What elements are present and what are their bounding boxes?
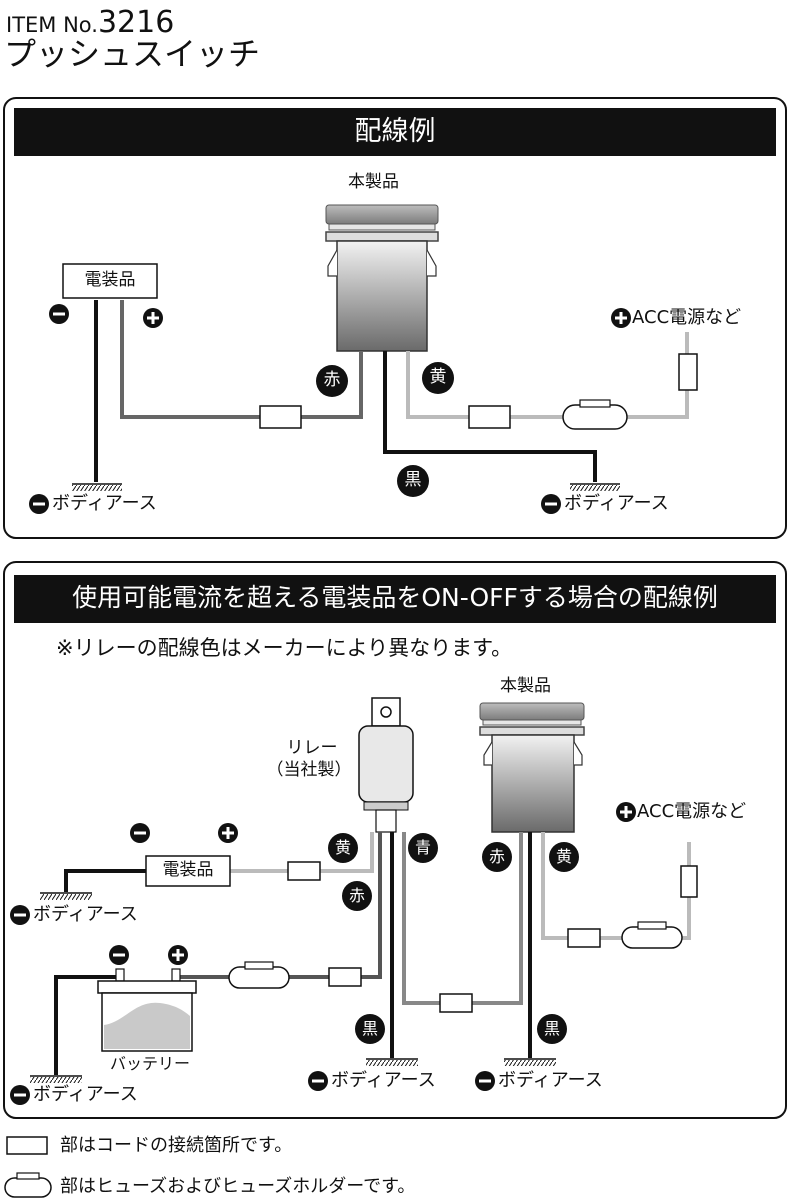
red-wire-label-switch: 赤 (488, 847, 505, 866)
yellow-wire-1 (406, 351, 689, 419)
battery-ground-wire (54, 975, 119, 1075)
switch-1 (325, 204, 439, 352)
ground-label-1b: ボディアース (564, 493, 669, 514)
switch-2 (479, 702, 585, 833)
product-label-2: 本製品 (500, 676, 551, 696)
relay-color-note: ※リレーの配線色はメーカーにより異なります。 (56, 636, 513, 660)
blue-wire-label-relay: 青 (414, 838, 431, 857)
ground-label-relay: ボディアース (331, 1070, 436, 1091)
item-prefix: ITEM No. (6, 13, 98, 37)
panel1-title-bar (14, 108, 776, 156)
item-code: 3216 (97, 5, 175, 40)
fuse-1 (562, 399, 628, 430)
battery (97, 968, 197, 1052)
acc-label-2: ACC電源など (637, 801, 747, 822)
yellow-wire-label-1: 黄 (429, 367, 447, 387)
ground-label-1a: ボディアース (52, 493, 157, 514)
yellow-wire-relay (230, 832, 374, 873)
legend-connector-symbol (6, 1136, 48, 1155)
red-wire-label-relay: 赤 (348, 886, 365, 905)
connector-1b (468, 405, 511, 429)
product-name: プッシュスイッチ (4, 35, 261, 73)
product-label-1: 本製品 (348, 172, 399, 192)
black-wire-label-relay: 黒 (361, 1019, 378, 1038)
red-wire-label-1: 赤 (323, 370, 341, 390)
legend-fuse-symbol (4, 1172, 52, 1198)
black-wire-label-switch: 黒 (543, 1019, 560, 1038)
yellow-wire-switch (541, 832, 691, 940)
panel2-title-bar (14, 575, 776, 623)
black-wire-1 (383, 351, 597, 482)
ground-label-load: ボディアース (33, 904, 138, 925)
connector-1c (678, 353, 698, 391)
black-wire-label-1: 黒 (404, 470, 422, 490)
relay (358, 697, 414, 833)
load-box-2 (145, 855, 231, 887)
fuse-2b (621, 921, 683, 949)
red-wire-1 (120, 300, 363, 419)
black-badge-1 (397, 465, 429, 497)
relay-maker-label: （当社製） (266, 760, 352, 780)
ground-label-switch: ボディアース (498, 1070, 603, 1091)
fuse-2a (228, 961, 290, 989)
ground-label-battery: ボディアース (33, 1084, 138, 1105)
legend-connector-text: 部はコードの接続箇所です。 (60, 1135, 293, 1156)
legend-fuse-text: 部はヒューズおよびヒューズホルダーです。 (60, 1176, 416, 1197)
panel2-title: 使用可能電流を超える電装品をON-OFFする場合の配線例 (72, 583, 718, 612)
connector-1a (259, 405, 302, 429)
yellow-badge-1 (422, 362, 454, 394)
item-number: ITEM No.3216 (6, 8, 174, 38)
battery-label: バッテリー (110, 1054, 191, 1073)
load-label-1: 電装品 (84, 270, 136, 290)
ground-symbol-1a (72, 483, 122, 491)
relay-label: リレー (286, 738, 338, 758)
panel1-title: 配線例 (354, 116, 436, 147)
acc-label-1: ACC電源など (632, 307, 742, 328)
panel1-frame (3, 97, 787, 539)
load-box-1 (62, 263, 158, 299)
red-badge-1 (316, 365, 348, 397)
load-label-2: 電装品 (162, 860, 214, 880)
yellow-wire-label-relay: 黄 (334, 838, 351, 857)
ground-symbol-1b (570, 483, 620, 491)
load-ground-wire-2 (64, 869, 146, 892)
yellow-wire-label-switch: 黄 (555, 847, 572, 866)
panel2-frame (3, 561, 787, 1119)
